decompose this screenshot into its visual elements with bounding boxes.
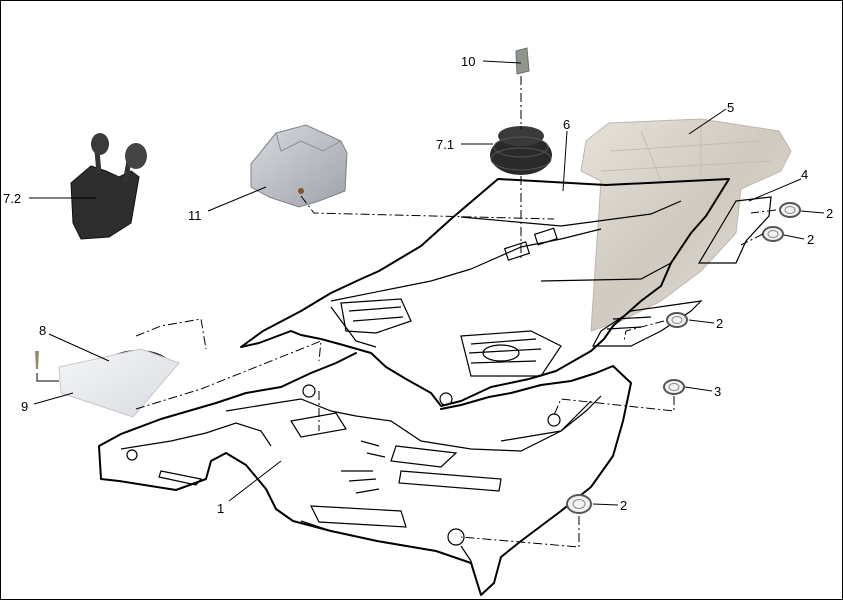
callout-7-1: 7.1: [436, 137, 454, 152]
callout-3: 3: [714, 384, 721, 399]
assembly-lines: [135, 76, 777, 548]
grommet-3: [663, 379, 685, 395]
callout-1: 1: [217, 501, 224, 516]
callout-labels: 10 7.1 6 5 4 2 2 2 3 2 7.2 11 8 9 1: [3, 54, 833, 516]
insulation-mat-part-5: [580, 118, 792, 332]
grommet-2d: [566, 494, 592, 514]
floor-pan-part-1: [98, 352, 632, 596]
callout-2c: 2: [716, 316, 723, 331]
callout-5: 5: [727, 100, 734, 115]
callout-2d: 2: [620, 498, 627, 513]
plate-part-9: [35, 348, 180, 418]
callout-9: 9: [21, 399, 28, 414]
callout-7-2: 7.2: [3, 191, 21, 206]
callout-4: 4: [801, 167, 808, 182]
callout-11: 11: [188, 208, 202, 223]
callout-2a: 2: [826, 206, 833, 221]
grommet-2b: [762, 226, 784, 242]
callout-2b: 2: [807, 232, 814, 247]
shifter-boot-part-7-2: [70, 133, 147, 240]
cover-part-11: [250, 124, 348, 208]
callout-6: 6: [563, 117, 570, 132]
upper-floor-mat-part-6: [240, 178, 730, 407]
leader-lines: [29, 60, 825, 506]
callout-10: 10: [461, 54, 475, 69]
grommet-2c: [666, 312, 688, 328]
callout-8: 8: [39, 323, 46, 338]
knob-part-10: [515, 47, 530, 75]
grommet-2a: [779, 202, 801, 218]
rubber-boot-part-7-1: [490, 126, 552, 175]
